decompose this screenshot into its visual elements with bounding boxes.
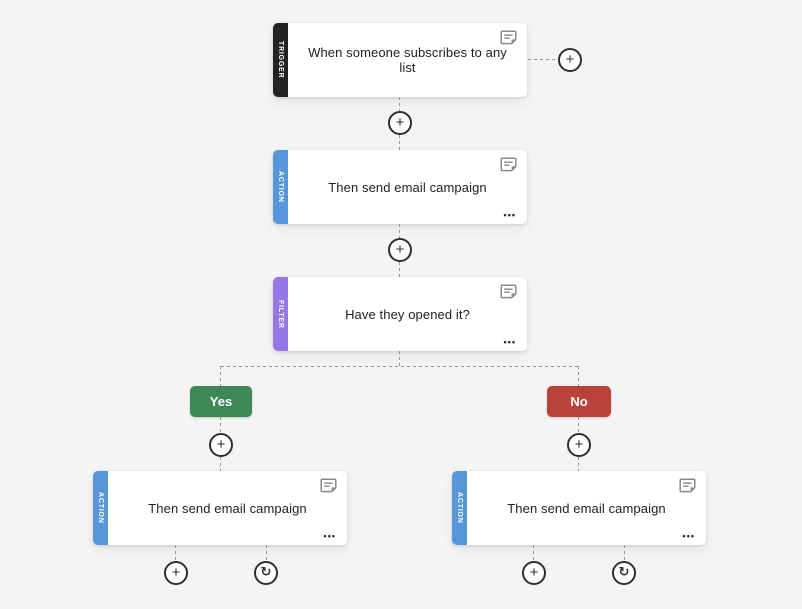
connector-line	[399, 97, 400, 111]
node-title: Then send email campaign	[507, 500, 666, 516]
add-step-button[interactable]: +	[164, 561, 188, 585]
ellipsis-menu-icon[interactable]: •••	[503, 337, 516, 347]
filter-type-label: FILTER	[277, 299, 284, 329]
action-type-tab: ACTION	[273, 150, 288, 224]
action-type-tab: ACTION	[93, 471, 108, 545]
connector-line	[399, 351, 400, 366]
refresh-icon: ↻	[260, 565, 272, 580]
trigger-type-tab: TRIGGER	[273, 23, 288, 97]
branch-no-label: No	[570, 394, 588, 409]
branch-no-button[interactable]: No	[547, 386, 611, 417]
filter-type-tab: FILTER	[273, 277, 288, 351]
plus-icon: +	[529, 564, 539, 581]
node-title: Then send email campaign	[148, 500, 307, 516]
connector-line	[266, 545, 267, 561]
branch-yes-button[interactable]: Yes	[190, 386, 252, 417]
add-step-button[interactable]: +	[567, 433, 591, 457]
node-card-action-no[interactable]: ACTION Then send email campaign •••	[452, 471, 706, 545]
connector-line	[399, 262, 400, 277]
node-title: Have they opened it?	[345, 306, 470, 322]
add-step-button[interactable]: +	[388, 111, 412, 135]
plus-icon: +	[565, 51, 575, 68]
connector-line	[578, 457, 579, 471]
connector-line	[528, 59, 558, 60]
connector-line	[399, 135, 400, 150]
node-card-action-1[interactable]: ACTION Then send email campaign •••	[273, 150, 527, 224]
ellipsis-menu-icon[interactable]: •••	[503, 210, 516, 220]
note-icon[interactable]	[320, 478, 337, 493]
add-step-button[interactable]: +	[522, 561, 546, 585]
plus-icon: +	[216, 436, 226, 453]
action-type-label: ACTION	[456, 492, 463, 524]
add-step-button[interactable]: +	[388, 238, 412, 262]
action-type-tab: ACTION	[452, 471, 467, 545]
note-icon[interactable]	[500, 30, 517, 45]
action-type-label: ACTION	[277, 171, 284, 203]
ellipsis-menu-icon[interactable]: •••	[682, 531, 695, 541]
trigger-type-label: TRIGGER	[277, 41, 284, 79]
connector-line	[220, 457, 221, 471]
filter-card-body[interactable]: Have they opened it? •••	[288, 277, 527, 351]
connector-line	[399, 224, 400, 238]
branch-yes-label: Yes	[209, 394, 233, 409]
plus-icon: +	[395, 114, 405, 131]
note-icon[interactable]	[500, 284, 517, 299]
ellipsis-menu-icon[interactable]: •••	[323, 531, 336, 541]
connector-line	[220, 417, 221, 433]
node-card-filter[interactable]: FILTER Have they opened it? •••	[273, 277, 527, 351]
connector-line	[578, 417, 579, 433]
node-title: Then send email campaign	[328, 179, 487, 195]
connector-line	[175, 545, 176, 561]
trigger-card-body[interactable]: When someone subscribes to any list	[288, 23, 527, 97]
add-step-button[interactable]: +	[209, 433, 233, 457]
connector-line	[533, 545, 534, 561]
connector-line	[221, 366, 579, 367]
plus-icon: +	[574, 436, 584, 453]
connector-line	[220, 366, 221, 386]
node-card-action-yes[interactable]: ACTION Then send email campaign •••	[93, 471, 347, 545]
add-step-button[interactable]: +	[558, 48, 582, 72]
action-card-body[interactable]: Then send email campaign •••	[467, 471, 706, 545]
plus-icon: +	[171, 564, 181, 581]
connector-line	[578, 366, 579, 386]
loop-back-button[interactable]: ↻	[612, 561, 636, 585]
node-title: When someone subscribes to any list	[308, 45, 507, 75]
plus-icon: +	[395, 241, 405, 258]
action-card-body[interactable]: Then send email campaign •••	[108, 471, 347, 545]
node-card-trigger[interactable]: TRIGGER When someone subscribes to any l…	[273, 23, 527, 97]
refresh-icon: ↻	[618, 565, 630, 580]
connector-line	[624, 545, 625, 561]
note-icon[interactable]	[679, 478, 696, 493]
loop-back-button[interactable]: ↻	[254, 561, 278, 585]
action-type-label: ACTION	[97, 492, 104, 524]
action-card-body[interactable]: Then send email campaign •••	[288, 150, 527, 224]
note-icon[interactable]	[500, 157, 517, 172]
